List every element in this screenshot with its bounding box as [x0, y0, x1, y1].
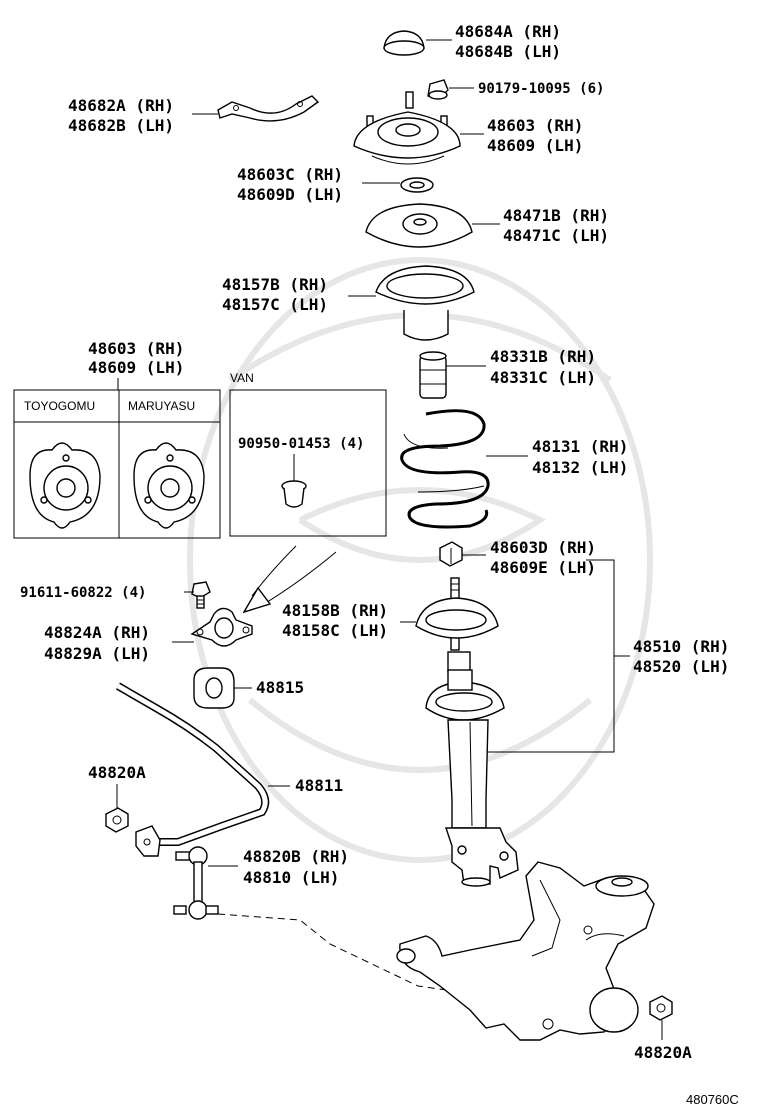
- bump-stopper: [419, 351, 447, 399]
- stabilizer-bar: [115, 682, 270, 857]
- diagram-code: 480760C: [686, 1092, 739, 1107]
- label-48684b: 48684B (LH): [455, 42, 561, 61]
- label-48158b: 48158B (RH): [282, 601, 388, 620]
- mount-variant-maruyasu: [133, 442, 205, 529]
- label-48331b: 48331B (RH): [490, 347, 596, 366]
- label-48603d: 48603D (RH): [490, 538, 596, 557]
- inset-label-48603: 48603 (RH): [88, 339, 184, 358]
- van-plug: [281, 480, 307, 508]
- label-48603c: 48603C (RH): [237, 165, 343, 184]
- inset-table: TOYOGOMU MARUYASU: [13, 389, 221, 539]
- label-48609d: 48609D (LH): [237, 185, 343, 204]
- label-91611: 91611-60822 (4): [20, 585, 146, 601]
- van-title: VAN: [230, 371, 254, 385]
- label-90179: 90179-10095 (6): [478, 81, 604, 97]
- label-48471b: 48471B (RH): [503, 206, 609, 225]
- spring-insulator-boot: [375, 265, 475, 341]
- label-48132: 48132 (LH): [532, 458, 628, 477]
- label-48684a: 48684A (RH): [455, 22, 561, 41]
- stabilizer-nut-lower: [649, 995, 673, 1021]
- inset-col-maruyasu: MARUYASU: [128, 399, 195, 413]
- shock-absorber: [415, 577, 519, 887]
- label-48510: 48510 (RH): [633, 637, 729, 656]
- bearing-washer: [400, 177, 434, 193]
- upper-spring-seat: [365, 203, 473, 248]
- label-48815: 48815: [256, 678, 304, 697]
- label-48829a: 48829A (LH): [44, 644, 150, 663]
- label-48820a-lower: 48820A: [634, 1043, 692, 1062]
- label-48609e: 48609E (LH): [490, 558, 596, 577]
- coil-spring: [400, 409, 490, 529]
- strut-mount: [353, 91, 461, 165]
- label-48331c: 48331C (LH): [490, 368, 596, 387]
- stabilizer-nut-upper: [105, 807, 129, 833]
- label-48157c: 48157C (LH): [222, 295, 328, 314]
- stabilizer-bracket: [190, 607, 253, 647]
- hex-nut: [427, 79, 449, 100]
- stabilizer-link: [173, 846, 219, 920]
- label-48609: 48609 (LH): [487, 136, 583, 155]
- label-48158c: 48158C (LH): [282, 621, 388, 640]
- label-48131: 48131 (RH): [532, 437, 628, 456]
- label-48820b: 48820B (RH): [243, 847, 349, 866]
- label-48471c: 48471C (LH): [503, 226, 609, 245]
- label-48820a-upper: 48820A: [88, 763, 146, 782]
- dust-cap: [383, 30, 425, 56]
- label-48810: 48810 (LH): [243, 868, 339, 887]
- van-part-label: 90950-01453 (4): [238, 436, 364, 452]
- inset-arrow: [242, 545, 337, 614]
- label-48157b: 48157B (RH): [222, 275, 328, 294]
- piston-rod-nut: [439, 541, 463, 567]
- stabilizer-bushing: [193, 667, 235, 709]
- label-48811: 48811: [295, 776, 343, 795]
- support-plate: [217, 95, 320, 122]
- label-48682b: 48682B (LH): [68, 116, 174, 135]
- steering-knuckle: [396, 861, 655, 1041]
- label-48603: 48603 (RH): [487, 116, 583, 135]
- van-inset: 90950-01453 (4): [229, 389, 387, 537]
- label-48824a: 48824A (RH): [44, 623, 150, 642]
- label-48682a: 48682A (RH): [68, 96, 174, 115]
- inset-col-toyogomu: TOYOGOMU: [24, 399, 95, 413]
- mount-variant-toyogomu: [29, 442, 101, 529]
- inset-label-48609: 48609 (LH): [88, 358, 184, 377]
- label-48520: 48520 (LH): [633, 657, 729, 676]
- bracket-bolt: [191, 581, 211, 609]
